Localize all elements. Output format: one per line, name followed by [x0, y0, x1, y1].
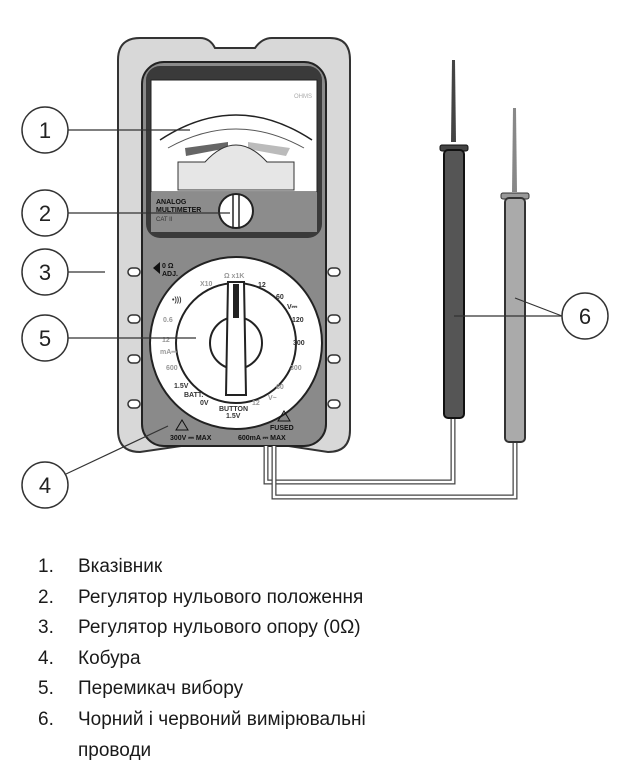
svg-text:1: 1: [39, 118, 51, 143]
red-test-lead: [500, 108, 530, 443]
legend-text: Кобура: [78, 648, 141, 669]
dial-v120: 120: [292, 317, 304, 324]
legend-num: 5.: [38, 678, 54, 699]
zero-adj-label: 0 Ω: [162, 263, 174, 270]
callout-2: 2: [21, 189, 69, 237]
warning-icon: [277, 410, 291, 422]
cat-label: CAT II: [156, 217, 173, 223]
legend-text: Чорний і червоний вимірювальні: [78, 709, 366, 730]
dial-x10: X10: [200, 281, 213, 288]
callout-4: 4: [21, 461, 69, 509]
zero-position-knob[interactable]: [218, 193, 254, 229]
dial-x1k: Ω x1K: [224, 273, 244, 280]
legend-num: 4.: [38, 648, 54, 669]
legend-text: проводи: [78, 740, 152, 761]
dial-batt: BATT.: [184, 392, 203, 399]
svg-text:3: 3: [39, 260, 51, 285]
dial-vac: V~: [268, 395, 277, 402]
brand-line-1: ANALOG: [156, 199, 187, 206]
callout-6: 6: [561, 292, 609, 340]
dial-ac12: 12: [252, 400, 260, 407]
dial-ma: mA⎓: [160, 349, 177, 356]
legend-num: 2.: [38, 587, 54, 608]
dial-ac300: 300: [290, 365, 302, 372]
dial-v12: 12: [258, 282, 266, 289]
svg-text:5: 5: [39, 326, 51, 351]
legend-text: Регулятор нульового опору (0Ω): [78, 617, 361, 638]
dial-ma06: 0.6: [163, 317, 173, 324]
legend-text: Вказівник: [78, 556, 163, 577]
fused-label: FUSED: [270, 425, 294, 432]
dial-buzzer: •))): [172, 297, 181, 304]
zero-adj-arrow-icon: [153, 262, 160, 274]
svg-text:2: 2: [39, 201, 51, 226]
warning-right: 600mA ⎓ MAX: [238, 435, 286, 442]
svg-text:6: 6: [579, 304, 591, 329]
brand-line-2: MULTIMETER: [156, 207, 201, 214]
dial-button-v: 1.5V: [226, 413, 241, 420]
selector-switch[interactable]: [224, 281, 248, 396]
zero-adj-label-2: ADJ.: [162, 271, 178, 278]
dial-ma600: 600: [166, 365, 178, 372]
legend-text: Перемикач вибору: [78, 678, 244, 699]
black-test-lead: [439, 60, 469, 419]
legend-text: Регулятор нульового положення: [78, 587, 364, 608]
warning-icon: [175, 419, 189, 431]
multimeter-diagram: OHMS ANALOG MULTIMETER CAT II 0 Ω ADJ. Ω…: [21, 37, 609, 509]
callout-1: 1: [21, 106, 69, 154]
dial-ac60: 60: [276, 384, 284, 391]
dial-vdc: V⎓: [287, 304, 298, 311]
dial-batt15: 1.5V: [174, 383, 189, 390]
svg-text:4: 4: [39, 473, 51, 498]
legend-num: 3.: [38, 617, 54, 638]
legend-num: 6.: [38, 709, 54, 730]
legend-num: 1.: [38, 556, 54, 577]
dial-button: BUTTON: [219, 406, 248, 413]
callout-3: 3: [21, 248, 69, 296]
warning-left: 300V ⎓ MAX: [170, 435, 212, 442]
dial-ma12: 12: [162, 337, 170, 344]
dial-batt0: 0V: [200, 400, 209, 407]
dial-v300: 300: [293, 340, 305, 347]
dial-v60: 60: [276, 294, 284, 301]
ohms-label: OHMS: [294, 94, 312, 100]
callout-5: 5: [21, 314, 69, 362]
